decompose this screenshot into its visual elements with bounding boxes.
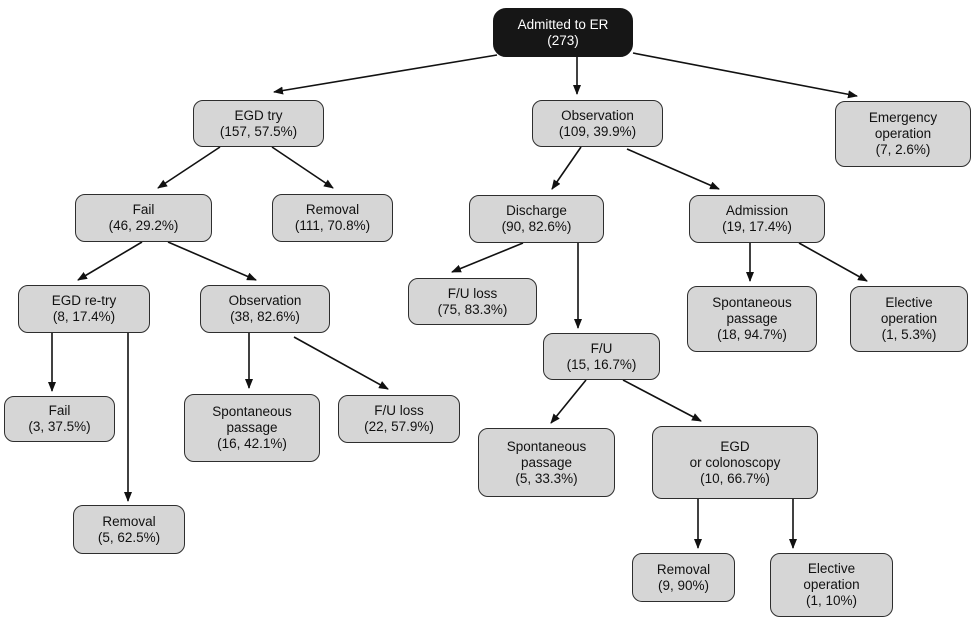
node-label: passage bbox=[726, 311, 778, 326]
node-label: Admitted to ER bbox=[517, 16, 609, 32]
node-stats: (5, 33.3%) bbox=[515, 470, 578, 486]
node-label: Removal bbox=[656, 561, 711, 577]
node-fu-loss-22: F/U loss (22, 57.9%) bbox=[338, 395, 460, 443]
node-egd-try: EGD try (157, 57.5%) bbox=[193, 100, 324, 147]
node-label: operation bbox=[803, 577, 860, 592]
node-spontaneous-passage-18: Spontaneous passage (18, 94.7%) bbox=[687, 286, 817, 352]
node-label: Spontaneous bbox=[212, 404, 292, 419]
node-label: Elective bbox=[885, 295, 933, 310]
node-spontaneous-passage-5: Spontaneous passage (5, 33.3%) bbox=[478, 428, 615, 497]
node-egd-or-colonoscopy: EGD or colonoscopy (10, 66.7%) bbox=[652, 426, 818, 499]
node-admission: Admission (19, 17.4%) bbox=[689, 195, 825, 243]
node-label: Admission bbox=[725, 203, 789, 218]
node-observation-109: Observation (109, 39.9%) bbox=[532, 100, 663, 147]
node-stats: (22, 57.9%) bbox=[364, 419, 434, 434]
node-label: or colonoscopy bbox=[689, 454, 781, 470]
node-label: passage bbox=[226, 420, 278, 435]
node-stats: (15, 16.7%) bbox=[566, 356, 637, 372]
node-fu: F/U (15, 16.7%) bbox=[543, 333, 660, 380]
node-stats: (90, 82.6%) bbox=[501, 219, 572, 234]
node-stats: (273) bbox=[547, 32, 579, 48]
node-elective-operation-1-10: Elective operation (1, 10%) bbox=[770, 553, 893, 617]
node-label: operation bbox=[874, 126, 932, 141]
node-stats: (16, 42.1%) bbox=[217, 436, 287, 451]
node-stats: (18, 94.7%) bbox=[717, 327, 787, 342]
node-label: Fail bbox=[132, 202, 155, 217]
node-label: operation bbox=[880, 311, 938, 326]
node-label: EGD bbox=[720, 438, 750, 454]
node-stats: (10, 66.7%) bbox=[700, 470, 770, 486]
node-stats: (157, 57.5%) bbox=[219, 123, 298, 139]
node-label: F/U loss bbox=[447, 285, 498, 301]
node-removal-5: Removal (5, 62.5%) bbox=[73, 505, 185, 554]
node-stats: (75, 83.3%) bbox=[437, 301, 508, 317]
node-discharge: Discharge (90, 82.6%) bbox=[469, 195, 604, 243]
node-egd-re-try: EGD re-try (8, 17.4%) bbox=[18, 285, 150, 333]
node-removal-111: Removal (111, 70.8%) bbox=[272, 194, 393, 242]
node-stats: (9, 90%) bbox=[657, 577, 710, 593]
node-label: Spontaneous bbox=[506, 438, 587, 454]
node-spontaneous-passage-16: Spontaneous passage (16, 42.1%) bbox=[184, 394, 320, 462]
node-label: EGD try bbox=[234, 107, 283, 123]
node-observation-38: Observation (38, 82.6%) bbox=[200, 285, 330, 333]
node-elective-operation-1-53: Elective operation (1, 5.3%) bbox=[850, 286, 968, 352]
node-label: Removal bbox=[102, 513, 156, 529]
node-stats: (5, 62.5%) bbox=[97, 529, 161, 545]
node-stats: (3, 37.5%) bbox=[28, 419, 91, 434]
node-label: passage bbox=[520, 454, 573, 470]
node-stats: (7, 2.6%) bbox=[875, 142, 931, 157]
node-stats: (109, 39.9%) bbox=[558, 123, 637, 139]
node-stats: (19, 17.4%) bbox=[722, 219, 792, 234]
node-label: F/U bbox=[590, 340, 613, 356]
node-fail-3: Fail (3, 37.5%) bbox=[4, 396, 115, 442]
node-stats: (1, 10%) bbox=[805, 593, 858, 608]
node-label: Observation bbox=[561, 107, 634, 123]
node-label: F/U loss bbox=[374, 403, 424, 418]
node-label: Discharge bbox=[506, 203, 567, 218]
node-label: EGD re-try bbox=[51, 293, 117, 308]
node-label: Fail bbox=[48, 403, 71, 418]
node-stats: (111, 70.8%) bbox=[294, 218, 371, 233]
node-label: Elective bbox=[807, 561, 856, 576]
node-label: Spontaneous bbox=[712, 295, 792, 310]
node-stats: (1, 5.3%) bbox=[881, 327, 937, 342]
node-admitted-to-er: Admitted to ER (273) bbox=[493, 8, 633, 57]
node-label: Removal bbox=[305, 202, 360, 217]
node-removal-9: Removal (9, 90%) bbox=[632, 553, 735, 602]
node-stats: (8, 17.4%) bbox=[52, 309, 116, 324]
node-stats: (46, 29.2%) bbox=[108, 218, 179, 233]
node-emergency-operation: Emergency operation (7, 2.6%) bbox=[835, 101, 971, 167]
node-fail-46: Fail (46, 29.2%) bbox=[75, 194, 212, 242]
node-label: Emergency bbox=[868, 110, 938, 125]
node-label: Observation bbox=[228, 293, 302, 308]
node-fu-loss-75: F/U loss (75, 83.3%) bbox=[408, 278, 537, 325]
node-stats: (38, 82.6%) bbox=[230, 309, 300, 324]
